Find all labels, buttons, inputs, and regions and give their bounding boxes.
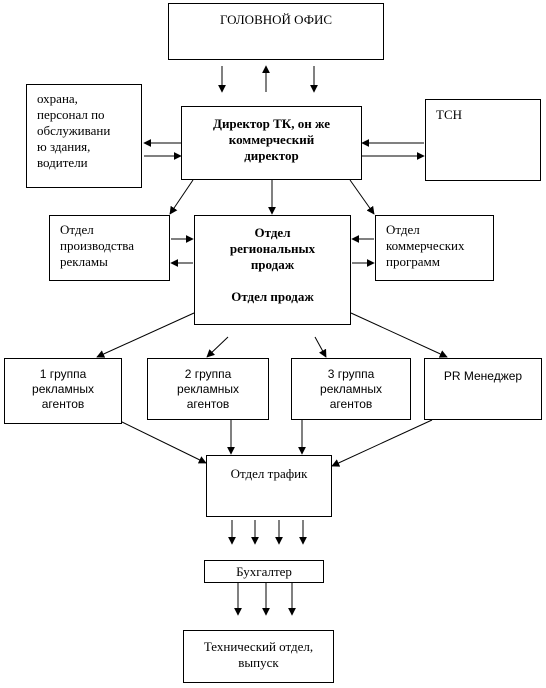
head-office-box: ГОЛОВНОЙ ОФИС — [168, 3, 384, 60]
director-line: Директор ТК, он же — [213, 116, 330, 131]
group3-box: 3 группа рекламных агентов — [291, 358, 411, 420]
director-line: директор — [244, 148, 299, 163]
regional-sales-line: продаж — [250, 257, 295, 272]
security-staff-line: персонал по — [37, 107, 105, 122]
traffic-dept-box: Отдел трафик — [206, 455, 332, 517]
group1-line: рекламных — [32, 382, 94, 396]
tsn-box: ТСН — [425, 99, 541, 181]
accountant-label: Бухгалтер — [236, 564, 292, 579]
group2-box: 2 группа рекламных агентов — [147, 358, 269, 420]
arrow-director-to-adprod — [169, 179, 194, 215]
traffic-dept-label: Отдел трафик — [230, 466, 308, 481]
arrow-regional-to-group3 — [314, 336, 327, 358]
ad-production-line: производства — [60, 238, 135, 253]
regional-sales-line: Отдел — [254, 225, 291, 240]
commercial-programs-line: программ — [386, 254, 441, 269]
commercial-programs-box: Отдел коммерческих программ — [375, 215, 494, 281]
director-box: Директор ТК, он же коммерческий директор — [181, 106, 362, 180]
accountant-box: Бухгалтер — [204, 560, 324, 583]
group3-line: рекламных — [320, 382, 382, 396]
group1-line: агентов — [41, 397, 85, 411]
head-office-label: ГОЛОВНОЙ ОФИС — [219, 12, 333, 27]
arrow-regional-to-group2 — [206, 336, 229, 358]
tech-dept-line: Технический отдел, — [203, 639, 314, 654]
group2-line: рекламных — [177, 382, 239, 396]
security-staff-line: обслуживани — [37, 123, 111, 138]
pr-manager-box: PR Менеджер — [424, 358, 542, 420]
group2-line: 2 группа — [184, 367, 232, 381]
arrow-regional-to-group1 — [96, 312, 195, 358]
arrow-regional-to-pr — [350, 312, 448, 358]
group3-line: агентов — [329, 397, 373, 411]
regional-sales-box: Отдел региональных продаж Отдел продаж — [194, 215, 351, 325]
arrow-director-to-commercial — [349, 179, 375, 215]
commercial-programs-line: Отдел — [386, 222, 420, 237]
tech-dept-box: Технический отдел, выпуск — [183, 630, 334, 683]
regional-sales-line: региональных — [229, 241, 316, 256]
sales-dept-label: Отдел продаж — [231, 289, 314, 304]
arrow-group1-to-traffic — [117, 419, 207, 464]
tech-dept-line: выпуск — [238, 655, 279, 670]
group1-line: 1 группа — [39, 367, 87, 381]
security-staff-line: охрана, — [37, 91, 78, 106]
arrow-pr-to-traffic — [331, 419, 433, 467]
security-staff-box: охрана, персонал по обслуживани ю здания… — [26, 84, 142, 188]
group2-line: агентов — [186, 397, 230, 411]
director-line: коммерческий — [228, 132, 315, 147]
ad-production-box: Отдел производства рекламы — [49, 215, 170, 281]
ad-production-line: Отдел — [60, 222, 94, 237]
tsn-label: ТСН — [436, 107, 462, 122]
group1-box: 1 группа рекламных агентов — [4, 358, 122, 424]
pr-manager-label: PR Менеджер — [443, 369, 523, 383]
ad-production-line: рекламы — [60, 254, 108, 269]
commercial-programs-line: коммерческих — [386, 238, 465, 253]
security-staff-line: ю здания, — [37, 139, 91, 154]
security-staff-line: водители — [37, 155, 88, 170]
group3-line: 3 группа — [327, 367, 375, 381]
